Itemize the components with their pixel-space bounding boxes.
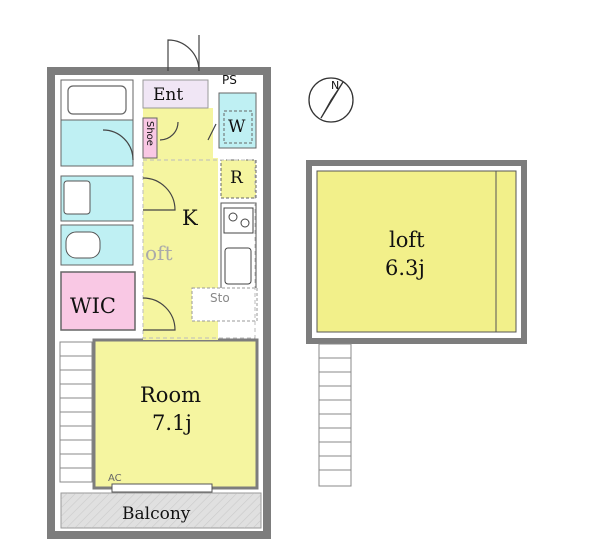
washer-label: W <box>228 117 246 137</box>
loft-name-label: loft <box>389 228 425 252</box>
toilet-icon <box>65 231 101 259</box>
washbasin-icon <box>63 180 91 215</box>
sink-icon <box>224 247 252 285</box>
washer-space <box>218 92 257 149</box>
air-conditioner-label: AC <box>108 473 122 484</box>
north-arrow-icon <box>308 77 354 123</box>
wic-label: WIC <box>70 294 116 318</box>
storage <box>191 287 258 322</box>
main-room-floor <box>92 338 259 490</box>
loft-ghost-label: oft <box>145 241 173 265</box>
room-name-label: Room <box>140 383 202 407</box>
refrigerator-space <box>220 159 257 199</box>
refrigerator-label: R <box>230 168 243 188</box>
loft-floor <box>316 170 517 333</box>
walk-in-closet <box>60 271 136 331</box>
loft-size-label: 6.3j <box>385 256 425 280</box>
room-size-label: 7.1j <box>152 411 192 435</box>
stairs-icon <box>59 341 93 483</box>
pipe-space-label: PS <box>222 73 237 87</box>
door-swing-icon <box>102 35 217 331</box>
balcony-label: Balcony <box>122 504 191 524</box>
storage-label: Sto <box>210 291 230 305</box>
entrance-label: Ent <box>153 85 184 105</box>
north-label: N <box>331 79 340 92</box>
shoe-cabinet <box>142 117 158 159</box>
kitchen-label: K <box>182 206 198 230</box>
loft-stairs-icon <box>318 343 352 487</box>
bathtub-icon <box>67 85 127 115</box>
shoe-label: Shoe <box>144 121 155 146</box>
entrance-floor <box>142 79 209 109</box>
